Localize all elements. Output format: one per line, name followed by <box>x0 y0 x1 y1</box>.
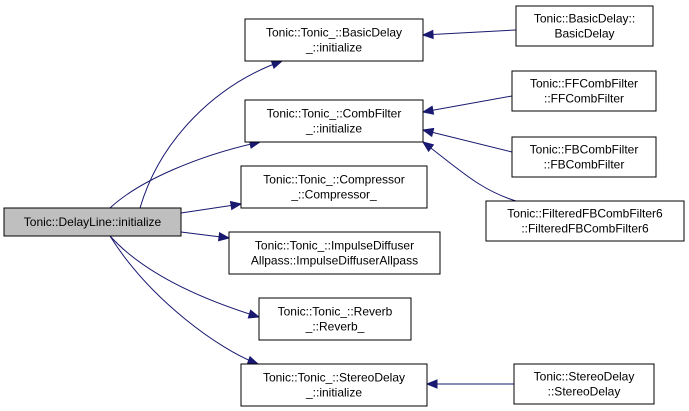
edge-combfilter_init-filteredfbcomb_ctor <box>421 141 517 202</box>
node-label: Allpass::ImpulseDiffuserAllpass <box>251 254 418 268</box>
node-box <box>258 297 412 341</box>
node-label: Tonic::Tonic_::StereoDelay <box>263 371 405 385</box>
edge-line <box>422 129 513 153</box>
edge-stereodelay_init-stereodelay_ctor <box>425 379 514 389</box>
node-basicdelay_init[interactable]: Tonic::Tonic_::BasicDelay_::initialize <box>244 18 424 62</box>
node-label: _::Compressor_ <box>290 188 377 202</box>
node-label: ::FBCombFilter <box>544 158 625 172</box>
edge-delayline-compressor_ctor <box>180 200 243 214</box>
node-label: Tonic::Tonic_::Compressor <box>263 173 404 187</box>
edge-line <box>422 29 517 36</box>
edge-arrowhead <box>270 60 284 70</box>
node-impulsediffuser_ctor[interactable]: Tonic::Tonic_::ImpulseDiffuserAllpass::I… <box>228 231 441 275</box>
node-combfilter_init[interactable]: Tonic::Tonic_::CombFilter_::initialize <box>244 99 424 143</box>
node-stereodelay_ctor[interactable]: Tonic::StereoDelay::StereoDelay <box>513 363 655 405</box>
edge-delayline-reverb_ctor <box>109 235 261 319</box>
edge-arrowhead <box>246 355 260 365</box>
node-label: Tonic::DelayLine::initialize <box>24 215 162 229</box>
node-label: ::StereoDelay <box>548 385 621 399</box>
node-box <box>511 70 657 112</box>
node-delayline[interactable]: Tonic::DelayLine::initialize <box>3 207 182 237</box>
edge-arrowhead <box>421 29 434 40</box>
node-label: ::FFCombFilter <box>544 92 624 106</box>
edge-arrowhead <box>229 200 243 211</box>
edge-combfilter_init-ffcomb_ctor <box>421 95 513 115</box>
node-reverb_ctor[interactable]: Tonic::Tonic_::Reverb_::Reverb_ <box>258 297 412 341</box>
edge-arrowhead <box>421 127 435 138</box>
node-box <box>513 363 655 405</box>
node-label: _::initialize <box>305 41 362 55</box>
edge-arrowhead <box>421 105 435 115</box>
node-fbcomb_ctor[interactable]: Tonic::FBCombFilter::FBCombFilter <box>511 136 657 178</box>
node-box <box>240 165 428 209</box>
edge-line <box>109 235 259 365</box>
edge-line <box>109 141 261 209</box>
node-filteredfbcomb_ctor[interactable]: Tonic::FilteredFBCombFilter6::FilteredFB… <box>485 200 685 242</box>
edge-basicdelay_init-basicdelay_ctor <box>421 29 517 40</box>
node-label: Tonic::Tonic_::ImpulseDiffuser <box>255 239 414 253</box>
node-ffcomb_ctor[interactable]: Tonic::FFCombFilter::FFCombFilter <box>511 70 657 112</box>
node-box <box>244 99 424 143</box>
edge-arrowhead <box>217 231 231 242</box>
node-label: BasicDelay <box>554 27 614 41</box>
node-label: Tonic::FilteredFBCombFilter6 <box>507 207 663 221</box>
node-box <box>244 18 424 62</box>
node-label: Tonic::FBCombFilter <box>530 143 639 157</box>
node-label: ::FilteredFBCombFilter6 <box>521 222 649 236</box>
edge-arrowhead <box>425 379 438 389</box>
edge-arrowhead <box>247 309 261 319</box>
node-box <box>3 207 182 237</box>
node-label: Tonic::StereoDelay <box>534 370 635 384</box>
node-box <box>515 5 654 47</box>
edge-line <box>422 95 513 113</box>
node-label: _::initialize <box>305 122 362 136</box>
node-box <box>228 231 441 275</box>
node-box <box>240 363 428 407</box>
edge-delayline-combfilter_init <box>109 139 262 209</box>
edge-line <box>109 235 260 318</box>
node-label: Tonic::Tonic_::BasicDelay <box>266 26 402 40</box>
node-label: Tonic::BasicDelay:: <box>534 12 635 26</box>
edge-delayline-impulsediffuser_ctor <box>180 231 231 242</box>
edge-line <box>139 60 283 209</box>
node-label: Tonic::Tonic_::CombFilter <box>267 107 402 121</box>
edge-arrowhead <box>421 141 435 153</box>
node-label: _::Reverb_ <box>305 320 365 334</box>
node-box <box>511 136 657 178</box>
node-compressor_ctor[interactable]: Tonic::Tonic_::Compressor_::Compressor_ <box>240 165 428 209</box>
node-label: _::initialize <box>305 386 362 400</box>
edge-line <box>422 141 517 202</box>
edge-combfilter_init-fbcomb_ctor <box>421 127 513 153</box>
node-box <box>485 200 685 242</box>
node-basicdelay_ctor[interactable]: Tonic::BasicDelay::BasicDelay <box>515 5 654 47</box>
node-stereodelay_init[interactable]: Tonic::Tonic_::StereoDelay_::initialize <box>240 363 428 407</box>
node-label: Tonic::Tonic_::Reverb <box>278 305 393 319</box>
node-label: Tonic::FFCombFilter <box>530 77 638 91</box>
